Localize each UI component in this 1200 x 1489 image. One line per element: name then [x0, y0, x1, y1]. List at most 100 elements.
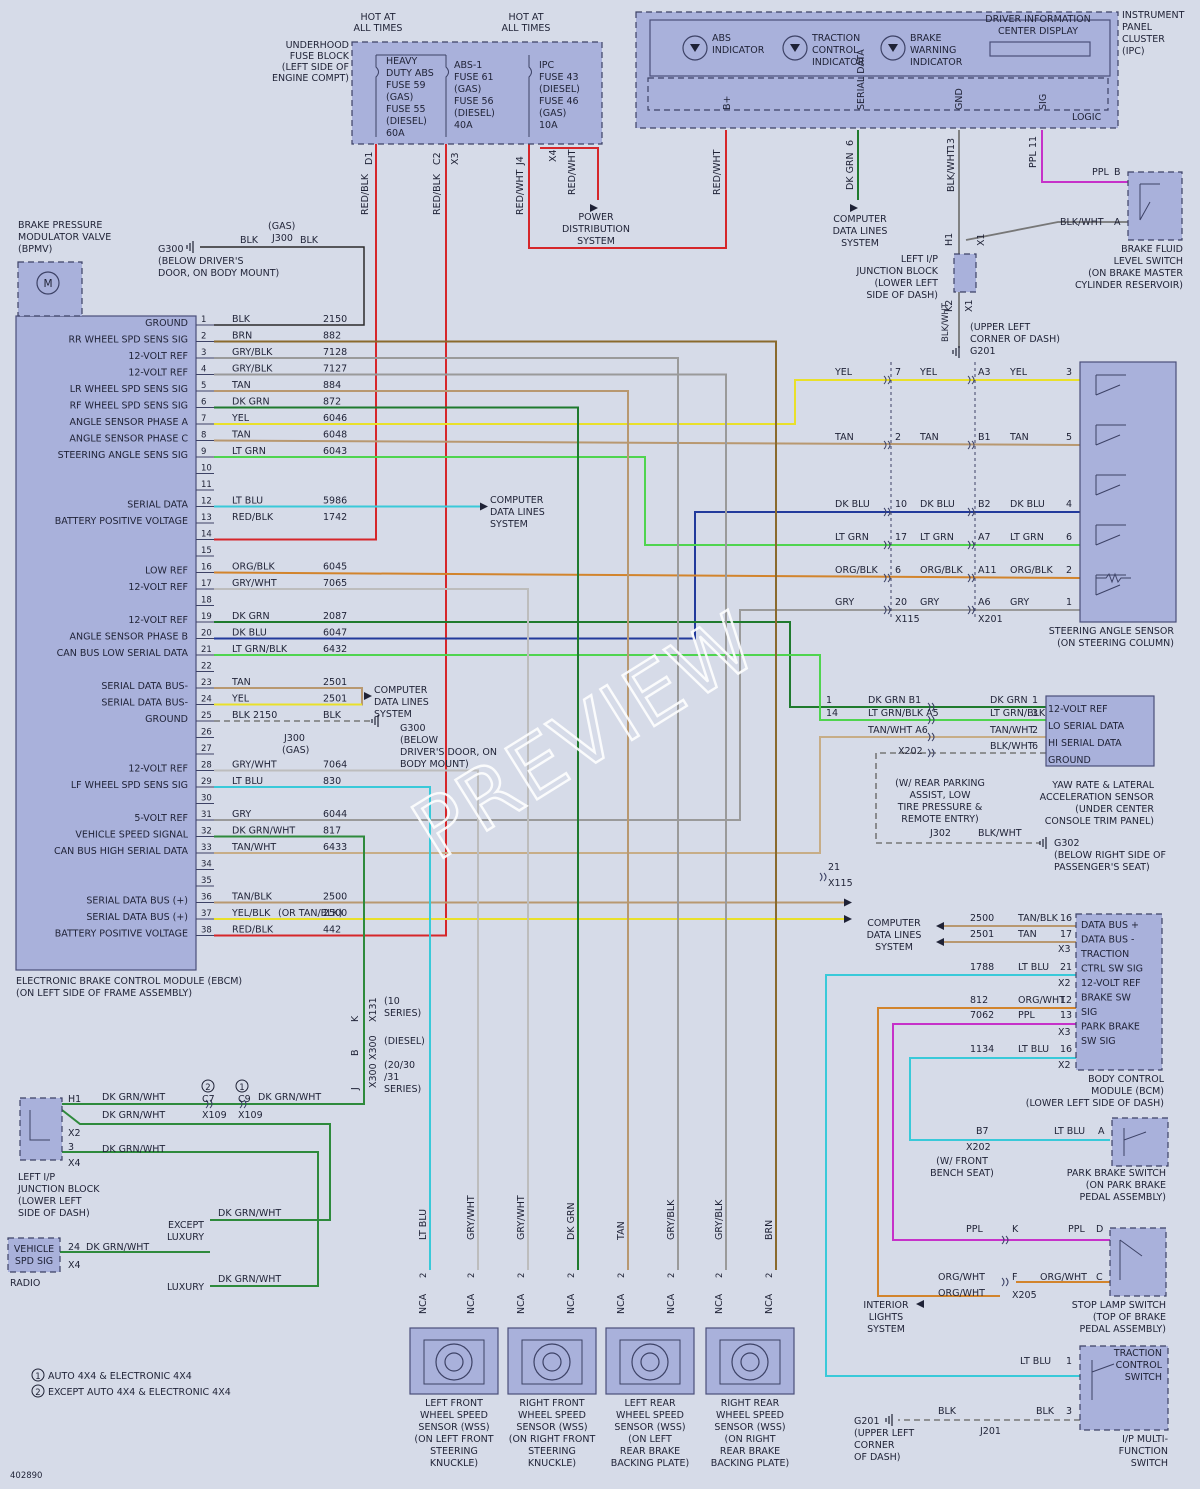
wire-label-org-wht: ORG/WHT: [938, 1272, 985, 1283]
wire-label-blk-wht: BLK/WHT: [946, 148, 957, 192]
park-brake-switch-title: PARK BRAKE SWITCH: [1067, 1168, 1166, 1179]
wheel-speed-sensor: [507, 1327, 597, 1395]
g300-top-ground: [186, 241, 194, 253]
connector-mark: [967, 605, 975, 615]
ebcm-circuit-number: 6045: [323, 562, 347, 573]
bcm-circuit: 2501: [970, 929, 994, 940]
connector-mark: [927, 715, 935, 725]
wheel-speed-sensor-title: KNUCKLE): [430, 1458, 478, 1469]
wheel-speed-sensor-icon: [542, 1352, 562, 1372]
g300-gas: (GAS): [268, 221, 295, 232]
ebcm-pin-number: 17: [201, 579, 212, 589]
series-20-30-31-label: /31: [384, 1072, 399, 1083]
ebcm-pin-number: 18: [201, 596, 212, 606]
wheel-speed-sensor-title: SENSOR (WSS): [516, 1422, 587, 1433]
ebcm-circuit-number: 2500: [323, 892, 347, 903]
radio-vehicle-speed-label: SPD SIG: [15, 1256, 53, 1267]
sas-pin-x115: 2: [895, 432, 901, 443]
conn-x205: X205: [1012, 1290, 1037, 1301]
wheel-speed-sensor-title: SENSOR (WSS): [418, 1422, 489, 1433]
ebcm-pin-label: LF WHEEL SPD SENS SIG: [71, 780, 188, 791]
computer-data-lines-system: DATA LINES: [867, 930, 922, 941]
yaw-rate-sensor-title: YAW RATE & LATERAL: [1051, 780, 1154, 791]
wheel-speed-sensor-title: REAR BRAKE: [720, 1446, 780, 1457]
sas-wire-color: TAN: [919, 432, 939, 443]
brake-fluid-switch-title: (ON BRAKE MASTER: [1088, 268, 1183, 279]
legend-mark-number: 2: [35, 1388, 40, 1398]
wire-wheel-speed-sensor: [214, 340, 777, 1270]
ebcm-pin-number: 26: [201, 728, 212, 738]
ebcm-wire-color: DK GRN/WHT: [232, 826, 295, 837]
ebcm-pin-label: ANGLE SENSOR PHASE A: [70, 417, 189, 428]
ebcm-pin-number: 14: [201, 530, 212, 540]
ebcm-circuit-number: 1742: [323, 512, 347, 523]
sas-pin-x201: A3: [978, 367, 991, 378]
wire-vehicle-speed-dk-grn-wht: [62, 835, 365, 1105]
sas-pin-sensor: 5: [1066, 432, 1072, 443]
ipc-pin-sig: SIG: [1038, 94, 1049, 110]
connector-c9: [239, 1099, 247, 1109]
ebcm-circuit-number: 6432: [323, 644, 347, 655]
wire-vehicle-speed-dk-grn-wht: [62, 1151, 319, 1287]
ipc-title: PANEL: [1122, 22, 1153, 33]
wheel-speed-sensor-title: (ON RIGHT: [724, 1434, 775, 1445]
ground-lines: [1039, 837, 1047, 849]
cdls-arrow: [850, 204, 858, 212]
sensor-housing-icon: [521, 1339, 583, 1385]
sensor-housing-icon: [423, 1339, 485, 1385]
ebcm-circuit-number: 7127: [323, 364, 347, 375]
wss-wire-color: DK GRN: [566, 1202, 577, 1240]
series-diesel-label: (DIESEL): [384, 1036, 425, 1047]
conn-f: F: [1012, 1272, 1017, 1283]
wheel-speed-sensor-title: SENSOR (WSS): [614, 1422, 685, 1433]
ebcm-pin-label: 12-VOLT REF: [128, 351, 188, 362]
series-10-label: (10: [384, 996, 400, 1007]
brake-fluid-switch-title: LEVEL SWITCH: [1114, 256, 1183, 267]
sas-wire-color: LT GRN: [1010, 532, 1044, 543]
ebcm-wire-color: TAN: [231, 380, 251, 391]
conn-j: J: [350, 1087, 361, 1091]
yaw-rate-sensor-title: (UNDER CENTER: [1075, 804, 1154, 815]
ebcm-title: (ON LEFT SIDE OF FRAME ASSEMBLY): [16, 988, 192, 999]
sas-pin-x115: 10: [895, 499, 907, 510]
bcm-title: MODULE (BCM): [1091, 1086, 1164, 1097]
bcm-wire-color: LT BLU: [1018, 1044, 1049, 1055]
wire-ebcm-ground: [200, 246, 365, 326]
conn-c2: C2: [432, 152, 443, 165]
ebcm-pin-label: 12-VOLT REF: [128, 615, 188, 626]
series-20-30-31-label: SERIES): [384, 1084, 421, 1095]
footnote-mark: [201, 1079, 215, 1093]
g201-bottom-label: CORNER: [854, 1440, 895, 1451]
pin-3: 3: [1066, 1406, 1072, 1417]
g302-label: G302: [1054, 838, 1080, 849]
wire-wheel-speed-sensor: [214, 769, 479, 1270]
fuse-symbol: [445, 55, 449, 137]
cdls-arrow: [936, 922, 944, 930]
x201-connector: [967, 605, 975, 615]
brake-fluid-switch-title: BRAKE FLUID: [1121, 244, 1183, 255]
wire-wheel-speed-sensor: [214, 357, 679, 1270]
wss-wire-color: GRY/WHT: [516, 1195, 527, 1240]
wire-label-red-blk: RED/BLK: [360, 173, 371, 215]
wire-label-org-wht: ORG/WHT: [1040, 1272, 1087, 1283]
stop-lamp-switch: [1109, 1227, 1167, 1297]
conn-k: K: [350, 1015, 361, 1022]
wire-label-red-wht: RED/WHT: [567, 149, 578, 195]
ground-lines: [371, 715, 379, 727]
wire-label-ppl: PPL: [1028, 151, 1039, 168]
wire-label-lt-blu: LT BLU: [1054, 1126, 1085, 1137]
ebcm-pin-label: CAN BUS LOW SERIAL DATA: [57, 648, 189, 659]
sas-wire-color: TAN: [834, 432, 854, 443]
fuse-abs-1: FUSE 61: [454, 72, 494, 83]
ebcm-pin-number: 16: [201, 563, 212, 573]
computer-data-lines-system: COMPUTER: [374, 685, 428, 696]
traction-control-switch: [1079, 1345, 1169, 1431]
g300-top-label: (BELOW DRIVER'S: [158, 256, 244, 267]
conn-k: K: [1012, 1224, 1019, 1235]
switch-contact-icon: [1139, 183, 1160, 221]
sas-pin-x201: B1: [978, 432, 991, 443]
wss-nca: NCA: [466, 1293, 477, 1314]
wss-nca: NCA: [764, 1293, 775, 1314]
x115-connector: [819, 872, 827, 882]
bcm-pin-label: PARK BRAKE: [1081, 1022, 1140, 1033]
